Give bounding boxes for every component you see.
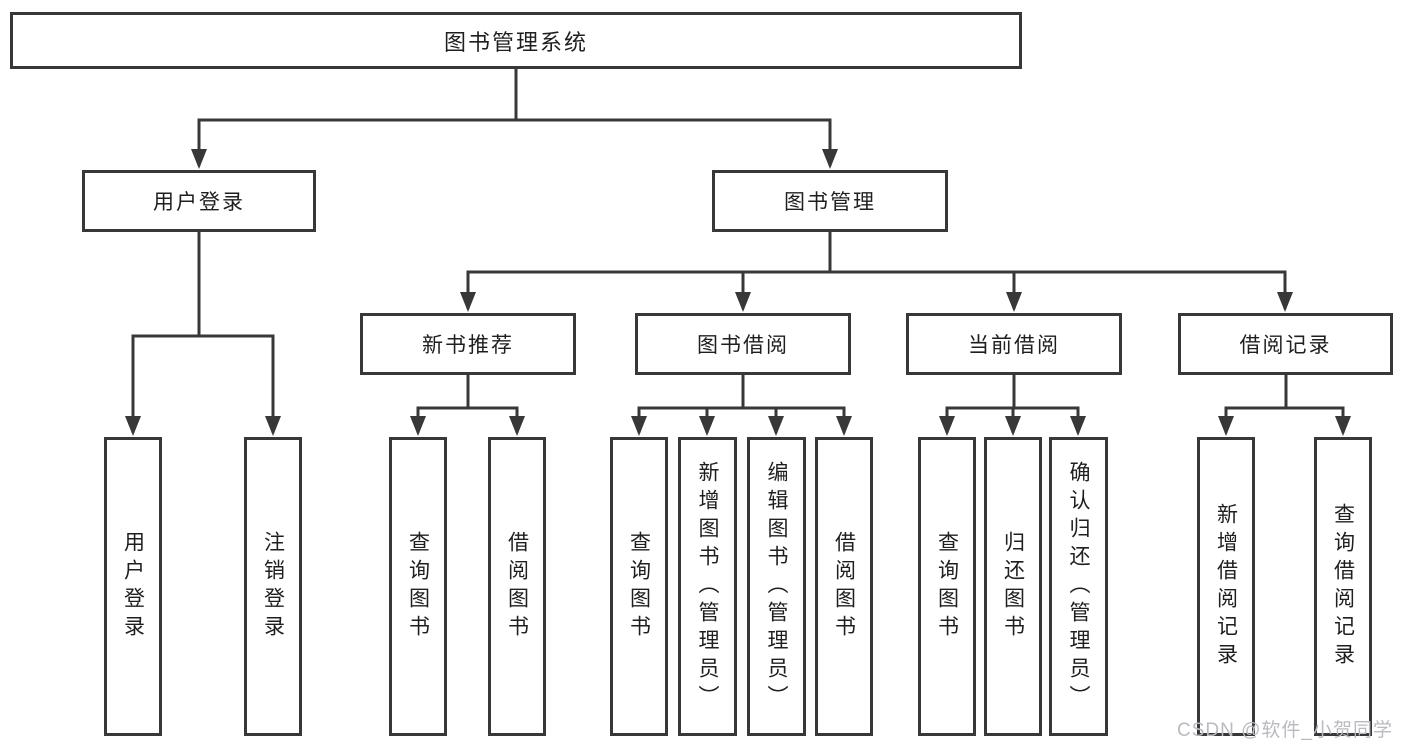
leaf-bor-edit-book: 编辑图书（管理员） <box>747 437 806 736</box>
arrowhead <box>125 416 141 436</box>
arrowhead <box>191 149 207 169</box>
arrowhead <box>410 416 426 436</box>
arrowhead <box>939 416 955 436</box>
leaf-bor-borrow-book: 借阅图书 <box>815 437 873 736</box>
connector-root-to-level2 <box>197 69 832 166</box>
arrowhead <box>460 292 476 312</box>
arrowhead <box>1006 292 1022 312</box>
leaf-bor-add-book: 新增图书（管理员） <box>678 437 737 736</box>
arrowhead <box>768 416 784 436</box>
connector-currentborrow-to-leaves <box>945 375 1080 433</box>
node-book-management: 图书管理 <box>712 170 948 232</box>
connector-newbookrec-to-leaves <box>416 375 519 433</box>
leaf-logout: 注销登录 <box>244 437 302 736</box>
node-new-book-recommend: 新书推荐 <box>360 313 576 375</box>
arrowhead <box>699 416 715 436</box>
node-root: 图书管理系统 <box>10 12 1022 69</box>
leaf-hist-add-record: 新增借阅记录 <box>1197 437 1255 736</box>
arrowhead <box>735 292 751 312</box>
node-user-login: 用户登录 <box>82 170 316 232</box>
arrowhead <box>1005 416 1021 436</box>
leaf-cur-return-book: 归还图书 <box>984 437 1042 736</box>
leaf-user-login: 用户登录 <box>104 437 162 736</box>
node-current-borrow: 当前借阅 <box>906 313 1122 375</box>
csdn-watermark: CSDN @软件_小贺同学 <box>1177 720 1393 741</box>
connector-userlogin-to-leaves <box>131 232 275 433</box>
node-book-borrow: 图书借阅 <box>635 313 851 375</box>
arrowhead <box>1335 416 1351 436</box>
node-borrow-record: 借阅记录 <box>1178 313 1393 375</box>
connector-bookmgmt-to-level3 <box>466 232 1287 309</box>
arrowhead <box>1218 416 1234 436</box>
arrowhead <box>265 416 281 436</box>
leaf-bor-query-book: 查询图书 <box>610 437 668 736</box>
arrowhead <box>822 149 838 169</box>
arrowhead <box>836 416 852 436</box>
arrowhead <box>631 416 647 436</box>
leaf-rec-query-book: 查询图书 <box>389 437 447 736</box>
connector-borrowrecord-to-leaves <box>1224 375 1345 433</box>
leaf-cur-query-book: 查询图书 <box>918 437 976 736</box>
connector-bookborrow-to-leaves <box>637 375 846 433</box>
leaf-cur-confirm-return: 确认归还（管理员） <box>1049 437 1108 736</box>
leaf-hist-query-record: 查询借阅记录 <box>1314 437 1372 736</box>
leaf-rec-borrow-book: 借阅图书 <box>488 437 546 736</box>
arrowhead <box>1070 416 1086 436</box>
arrowhead <box>1277 292 1293 312</box>
arrowhead <box>509 416 525 436</box>
